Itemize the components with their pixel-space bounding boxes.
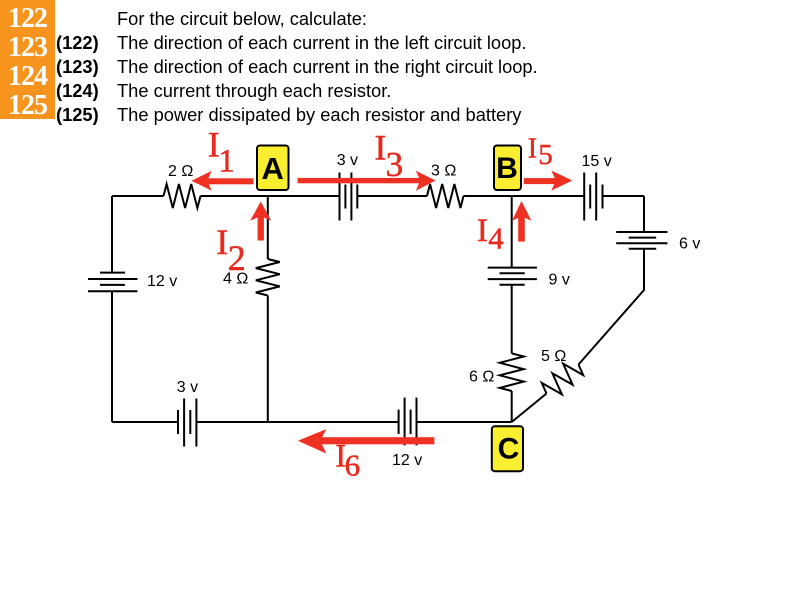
svg-text:B: B [496, 152, 518, 185]
svg-text:A: A [262, 151, 284, 186]
svg-text:I: I [477, 213, 488, 249]
svg-text:I: I [216, 222, 228, 262]
svg-text:I: I [528, 134, 537, 165]
svg-text:6: 6 [345, 448, 361, 483]
svg-text:3 Ω: 3 Ω [431, 163, 456, 180]
svg-text:6 Ω: 6 Ω [469, 369, 494, 386]
svg-text:1: 1 [218, 144, 235, 180]
svg-text:4 Ω: 4 Ω [223, 271, 248, 288]
svg-text:4: 4 [488, 221, 504, 256]
svg-text:I: I [335, 439, 346, 475]
svg-text:12 v: 12 v [147, 273, 177, 290]
svg-text:3 v: 3 v [337, 152, 358, 169]
svg-text:I: I [374, 128, 386, 168]
svg-text:2 Ω: 2 Ω [168, 163, 193, 180]
svg-text:6 v: 6 v [679, 236, 700, 253]
svg-text:2: 2 [228, 238, 246, 278]
svg-text:C: C [498, 433, 520, 466]
svg-text:3: 3 [386, 145, 404, 184]
svg-text:15 v: 15 v [582, 153, 612, 170]
svg-text:9 v: 9 v [549, 271, 570, 288]
svg-text:5 Ω: 5 Ω [541, 348, 566, 365]
svg-text:I: I [208, 125, 220, 165]
svg-text:3 v: 3 v [177, 379, 198, 396]
svg-text:5: 5 [538, 139, 553, 171]
svg-text:12 v: 12 v [392, 452, 422, 469]
